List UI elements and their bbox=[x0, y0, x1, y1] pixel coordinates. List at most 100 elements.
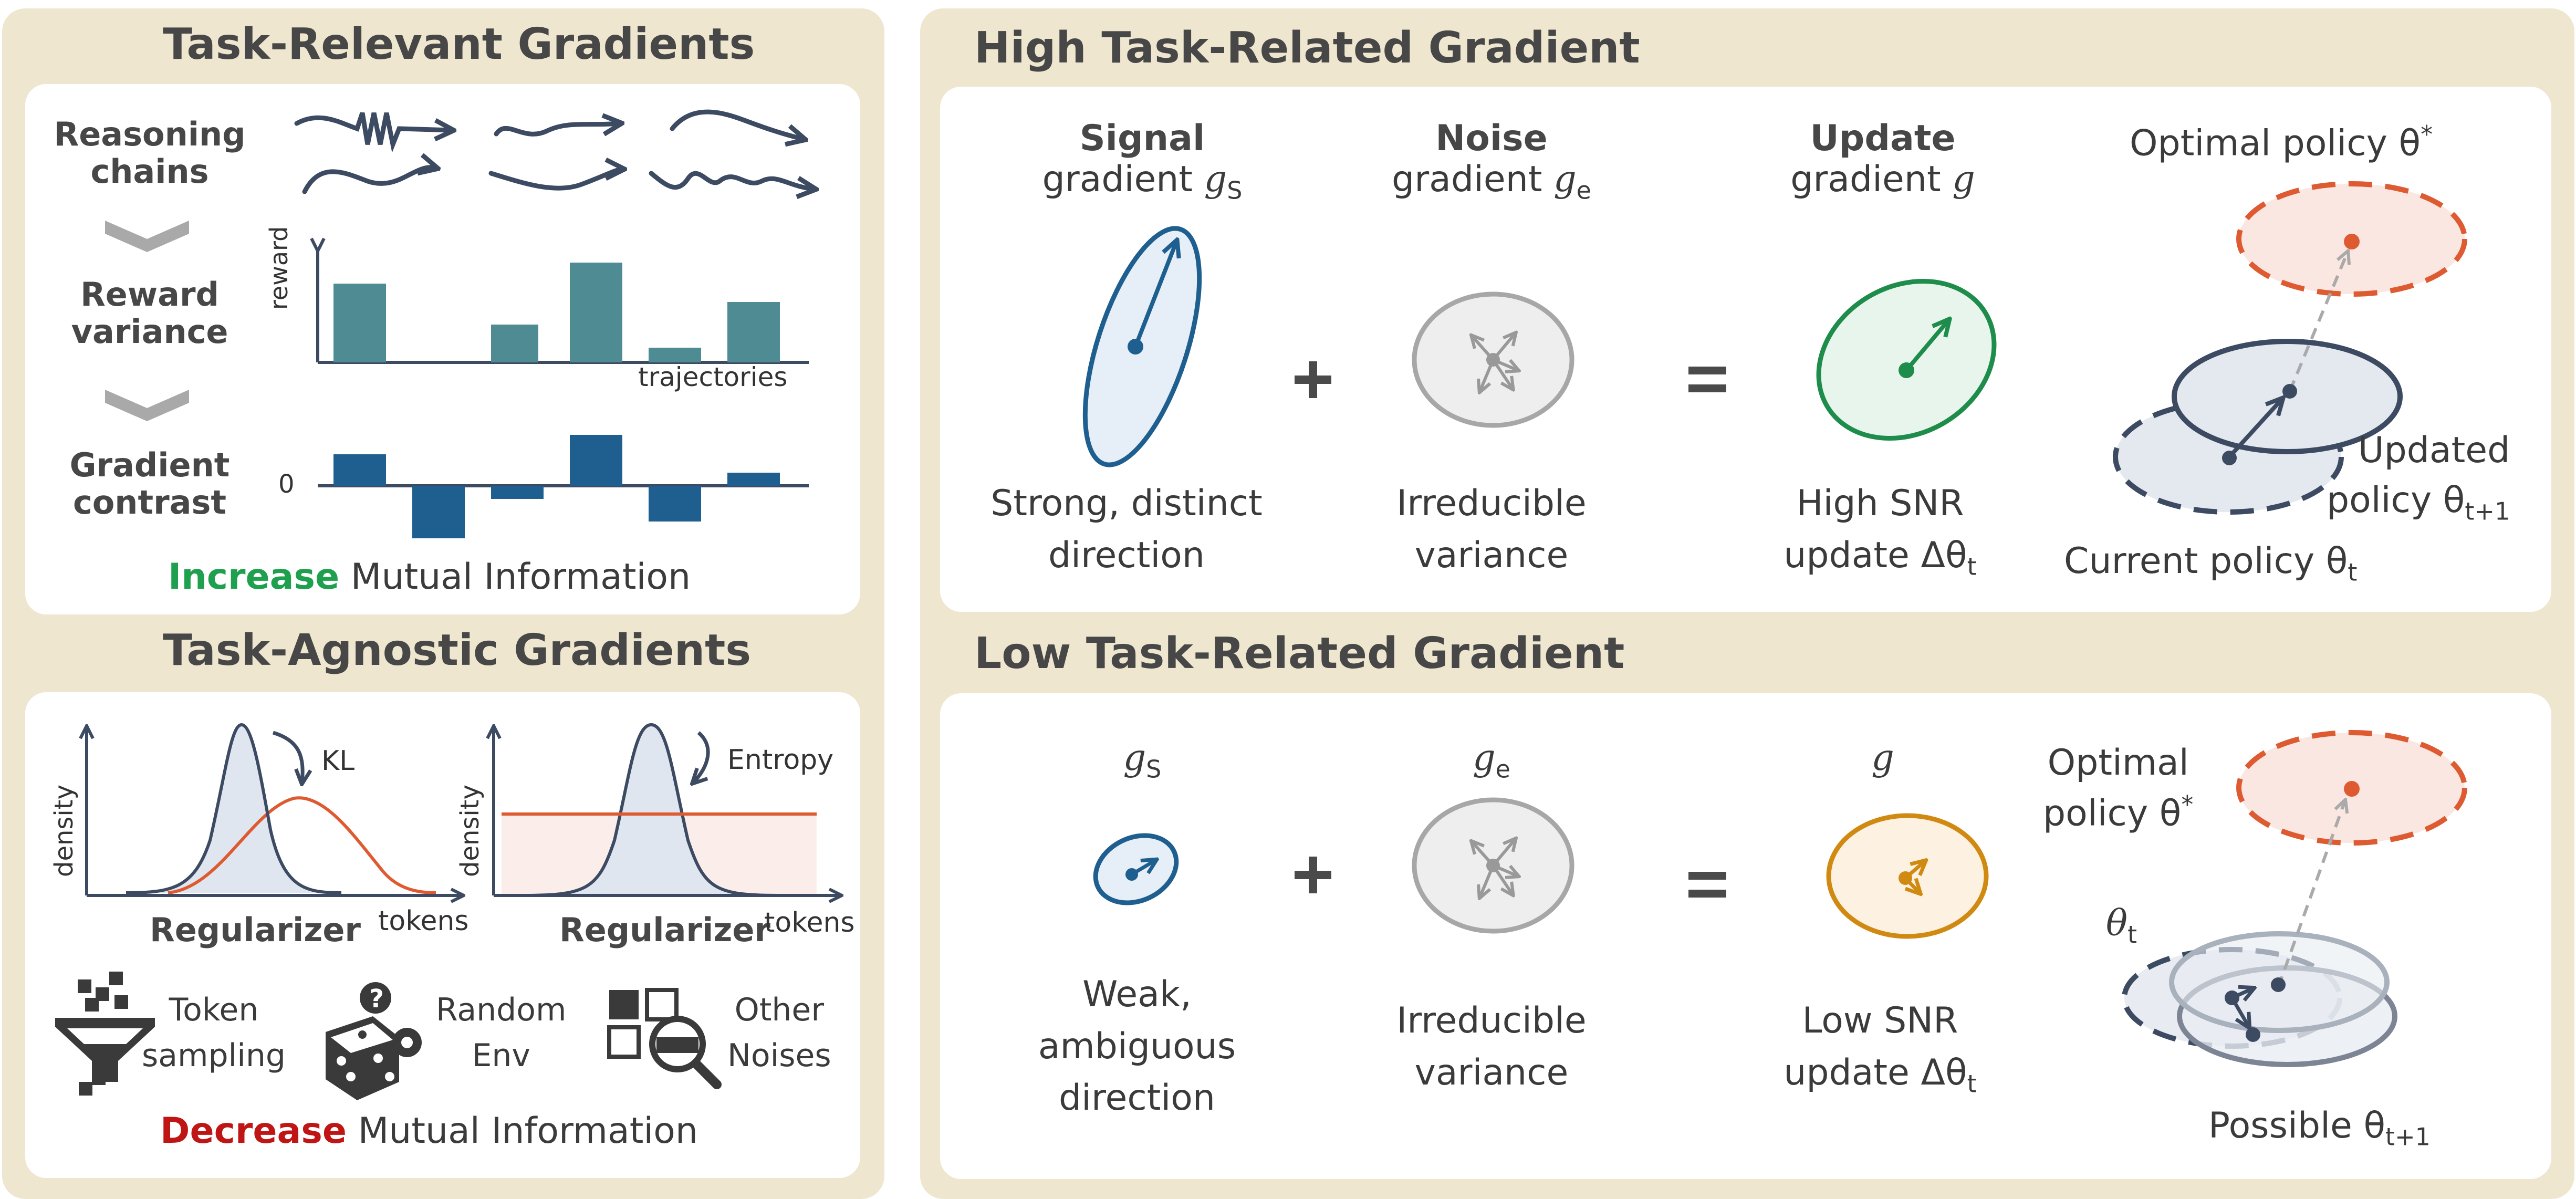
current-policy-text: Current policy θ bbox=[2064, 540, 2348, 582]
reward-bar-4 bbox=[649, 348, 701, 362]
updated-policy-sub: t+1 bbox=[2465, 497, 2510, 526]
funnel-icon bbox=[55, 972, 155, 1096]
noise-subscript: e bbox=[1576, 176, 1591, 205]
theta-t-low-sub: t bbox=[2127, 920, 2137, 949]
signal-symbol-low: gS bbox=[1090, 737, 1195, 783]
increase-mi-label: Increase Mutual Information bbox=[168, 556, 691, 598]
task-relevant-title: Task-Relevant Gradients bbox=[163, 19, 755, 69]
theta-t-label-low: θt bbox=[2106, 903, 2137, 948]
chevron-down-icon bbox=[105, 390, 189, 421]
theta-t-low: θ bbox=[2106, 903, 2127, 944]
tokens-axis-label-1: tokens bbox=[378, 905, 469, 937]
contrast-bar-5 bbox=[649, 486, 701, 522]
magnifier-icon bbox=[607, 988, 722, 1089]
noise-rest: gradient bbox=[1392, 159, 1542, 201]
update-desc-low: Low SNR update Δθt bbox=[1775, 995, 1985, 1101]
trajectories-axis-label: trajectories bbox=[638, 362, 788, 392]
reward-axis-label: reward bbox=[265, 226, 293, 310]
token-sampling-label: Token sampling bbox=[142, 992, 286, 1074]
signal-gradient-line: gradient gS bbox=[1037, 159, 1247, 205]
kl-density-plot bbox=[87, 723, 462, 895]
other-noises-label: Other Noises bbox=[727, 992, 831, 1074]
update-bold: Update bbox=[1810, 118, 1956, 159]
reward-variance-label: Reward variance bbox=[71, 275, 228, 351]
reward-bar-5 bbox=[727, 302, 780, 362]
equals-icon bbox=[1688, 872, 1726, 898]
noise-gradient-heading: Noise gradient ge bbox=[1386, 118, 1597, 205]
signal-gradient-heading: Signal gradient gS bbox=[1037, 118, 1247, 205]
update-desc-low-sub: t bbox=[1967, 1069, 1977, 1098]
policy-space-high bbox=[2113, 181, 2467, 515]
optimal-policy-label-high: Optimal policy θ* bbox=[2130, 121, 2433, 164]
contrast-bar-2 bbox=[412, 486, 465, 538]
density-axis-label-2: density bbox=[455, 785, 485, 877]
dice-icon: ? bbox=[326, 982, 422, 1100]
signal-ellipse-low bbox=[1093, 833, 1179, 905]
update-desc-high-1: High SNR bbox=[1796, 483, 1964, 524]
optimal-policy-low-sup: * bbox=[2181, 790, 2194, 819]
signal-symbol-low-g: g bbox=[1123, 737, 1146, 779]
plus-icon bbox=[1295, 857, 1331, 893]
contrast-bar-4 bbox=[570, 435, 622, 486]
reward-bar-1 bbox=[333, 284, 386, 362]
optimal-policy-low-2-text: policy θ bbox=[2043, 793, 2182, 835]
reward-bar-2 bbox=[491, 325, 538, 362]
task-agnostic-card bbox=[25, 692, 860, 1178]
task-agnostic-title: Task-Agnostic Gradients bbox=[163, 625, 752, 675]
regularizer-label-2: Regularizer bbox=[559, 911, 770, 949]
density-axis-label-1: density bbox=[49, 785, 79, 877]
decrease-rest: Mutual Information bbox=[347, 1110, 698, 1152]
regularizer-label-1: Regularizer bbox=[150, 911, 361, 949]
zero-tick-label: 0 bbox=[278, 470, 295, 499]
noise-ellipse-low bbox=[1412, 797, 1574, 934]
update-symbol: g bbox=[1952, 159, 1975, 201]
update-desc-high: High SNR update Δθt bbox=[1775, 478, 1985, 584]
high-gradient-title: High Task-Related Gradient bbox=[974, 23, 1640, 73]
noise-symbol-low-sub: e bbox=[1495, 755, 1510, 784]
noise-symbol-low-g: g bbox=[1473, 737, 1496, 779]
equals-icon bbox=[1688, 367, 1726, 392]
gradient-contrast-label: Gradient contrast bbox=[69, 446, 230, 522]
optimal-policy-text-high: Optimal policy θ bbox=[2130, 122, 2421, 164]
increase-keyword: Increase bbox=[168, 556, 340, 598]
update-symbol-low: g bbox=[1830, 737, 1935, 779]
update-desc-low-2-text: update Δθ bbox=[1784, 1051, 1967, 1093]
update-desc-high-2-text: update Δθ bbox=[1784, 534, 1967, 576]
increase-rest: Mutual Information bbox=[339, 556, 691, 598]
update-symbol-low-g: g bbox=[1871, 737, 1894, 779]
tokens-axis-label-2: tokens bbox=[764, 907, 855, 939]
signal-bold: Signal bbox=[1079, 118, 1205, 159]
update-desc-low-2: update Δθt bbox=[1775, 1047, 1985, 1101]
signal-ellipse-high bbox=[1082, 226, 1202, 467]
current-policy-label: Current policy θt bbox=[2064, 540, 2357, 586]
reward-bar-3 bbox=[570, 263, 622, 362]
chevron-down-icon bbox=[105, 221, 189, 252]
update-desc-high-2: update Δθt bbox=[1775, 530, 1985, 584]
noise-desc-high: Irreducible variance bbox=[1396, 483, 1587, 576]
update-gradient-line: gradient g bbox=[1778, 159, 1988, 200]
gradient-contrast-chart bbox=[318, 435, 809, 538]
optimal-policy-sup-high: * bbox=[2421, 120, 2433, 149]
policy-space-low bbox=[2122, 730, 2467, 1067]
noise-gradient-line: gradient ge bbox=[1386, 159, 1597, 205]
reward-variance-chart bbox=[318, 249, 809, 364]
noise-ellipse-high bbox=[1412, 291, 1574, 428]
svg-text:?: ? bbox=[369, 984, 384, 1014]
low-gradient-title: Low Task-Related Gradient bbox=[974, 629, 1625, 679]
contrast-bar-1 bbox=[333, 454, 386, 486]
contrast-bar-3 bbox=[491, 486, 544, 499]
plus-icon bbox=[1295, 361, 1331, 398]
update-rest: gradient bbox=[1790, 159, 1941, 201]
kl-label: KL bbox=[321, 745, 355, 777]
contrast-bar-6 bbox=[727, 473, 780, 486]
optimal-policy-low-1: Optimal bbox=[2047, 742, 2189, 784]
update-ellipse-low bbox=[1826, 813, 1989, 939]
optimal-policy-label-low: Optimal policy θ* bbox=[2043, 738, 2193, 839]
signal-desc-low: Weak, ambiguous direction bbox=[1038, 974, 1236, 1119]
random-env-label: Random Env bbox=[436, 992, 567, 1074]
update-desc-high-sub: t bbox=[1967, 552, 1977, 581]
update-desc-low-1: Low SNR bbox=[1802, 1000, 1958, 1041]
reasoning-chains-label: Reasoning chains bbox=[54, 115, 246, 191]
update-ellipse-high bbox=[1816, 278, 1997, 441]
